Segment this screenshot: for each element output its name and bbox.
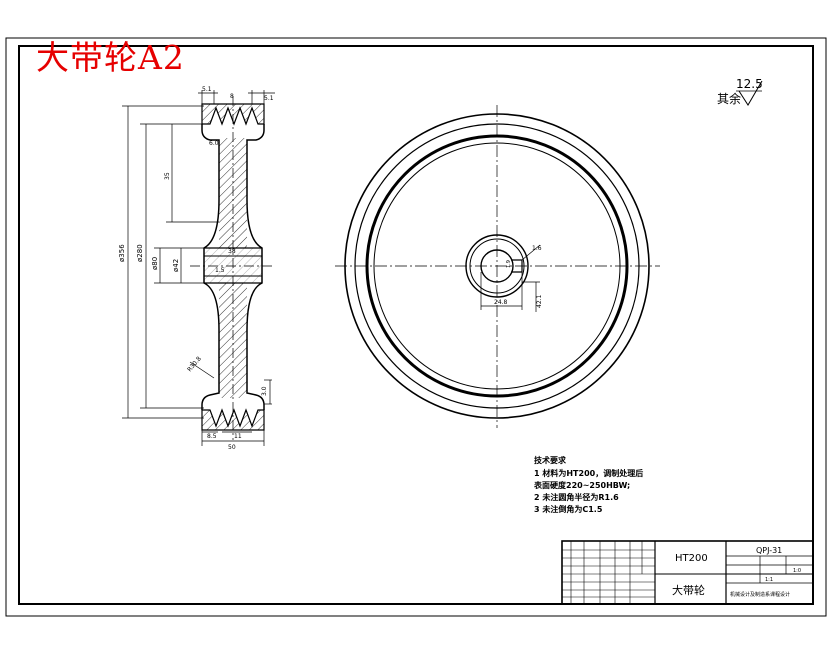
keyway-dimensions [480,244,541,312]
dim-width: 50 [228,444,236,451]
tech-requirement-item: 3 未注倒角为C1.5 [534,505,603,514]
drawing-title: 大带轮A2 [36,38,185,77]
roughness-icon [738,80,763,106]
dim-groove-depth: 35 [164,172,171,180]
dim-bore-mark: 1.9 [506,260,512,268]
dim-keyway-height: 42.1 [536,294,543,308]
dim-groove-pitch: 11 [234,433,242,440]
dim-hub-dia: ø80 [151,257,159,270]
title-block-qty: 1:0 [793,568,801,574]
dim-keyway-width: 24.8 [494,299,508,306]
roughness-symbol: 其余 12.5 [717,77,763,106]
dim-rim-offset: 6.0 [209,140,219,147]
tech-requirement-item: 2 未注圆角半径为R1.6 [534,493,619,502]
section-view: ø356 ø280 ø80 35 ø42 5.1 8 5.1 6.0 38 1.… [118,86,275,451]
dim-fillet: R30.8 [186,355,203,373]
front-view: 24.8 42.1 1.6 1.9 [335,105,660,428]
section-dimensions [122,90,275,446]
tech-requirements-heading: 技术要求 [534,456,566,465]
dim-top-left: 5.1 [202,86,212,93]
dim-top-right: 5.1 [264,95,274,102]
tech-requirement-item: 1 材料为HT200，调制处理后 [534,469,644,478]
dim-top-mid: 8 [230,93,234,100]
title-block-material: HT200 [675,553,708,564]
dim-hub-len: 38 [228,248,236,255]
dim-inner-dia: ø280 [136,244,144,262]
dim-keyway-chamfer: 1.6 [532,245,542,252]
drawing-frame [18,45,814,605]
sheet-border [5,37,827,617]
title-block-scale: 1:1 [765,577,773,583]
roughness-value: 12.5 [736,77,763,91]
tech-requirement-item: 表面硬度220~250HBW; [534,481,631,490]
dim-outer-dia: ø356 [118,244,126,262]
dim-bore: ø42 [172,259,180,272]
dim-rim-edge: 3.0 [261,386,268,396]
title-block-part-name: 大带轮 [672,583,705,597]
dim-chamfer: 1.5 [215,267,225,274]
dim-edge-left: 8.5 [207,433,217,440]
title-block-school: 机械设计及制造系课程设计 [730,591,790,598]
pulley-profile [201,124,265,410]
section-hatch-web [219,138,247,398]
title-block [561,540,814,605]
roughness-prefix: 其余 [717,91,741,106]
title-block-drawing-no: QPJ-31 [756,546,782,555]
